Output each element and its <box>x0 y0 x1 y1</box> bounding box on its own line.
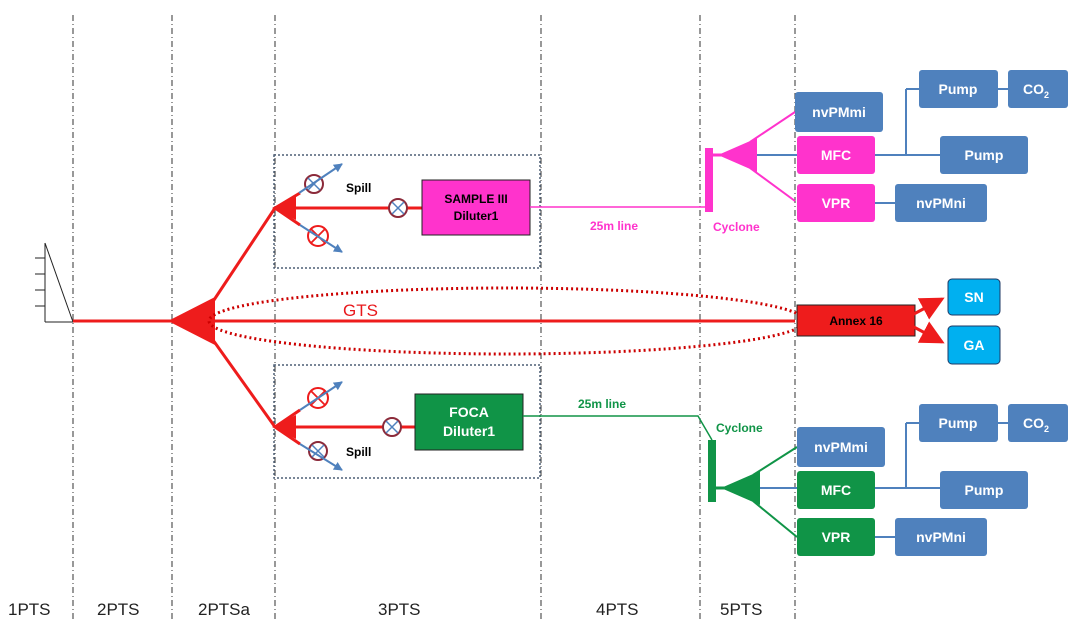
bottom-pump-1-label: Pump <box>939 415 978 431</box>
sn-label: SN <box>964 289 983 305</box>
bottom-25m-line <box>523 415 713 441</box>
top-spill-label: Spill <box>346 181 371 195</box>
top-co2-base: CO <box>1023 81 1044 97</box>
bottom-mfc-label: MFC <box>821 482 851 498</box>
bottom-pump-2-box[interactable] <box>940 471 1028 509</box>
top-pump-2-label: Pump <box>965 147 1004 163</box>
bottom-co2-sub: 2 <box>1044 424 1049 434</box>
top-pump-1-label: Pump <box>939 81 978 97</box>
bottom-vpr-box[interactable] <box>797 518 875 556</box>
bottom-nvpmni-box[interactable] <box>895 518 987 556</box>
top-cyclone-icon <box>705 148 713 212</box>
ga-label: GA <box>964 337 985 353</box>
bottom-co2-label: CO2 <box>1023 415 1049 434</box>
top-spill-valve-icon <box>298 163 343 194</box>
top-nvpmmi-label: nvPMmi <box>812 104 866 120</box>
bottom-co2-base: CO <box>1023 415 1044 431</box>
top-pump-1-box[interactable] <box>919 70 998 108</box>
top-vpr-label: VPR <box>822 195 851 211</box>
section-label-5pts: 5PTS <box>720 600 763 619</box>
bottom-cyclone-branches <box>752 446 798 538</box>
top-nvpmni-box[interactable] <box>895 184 987 222</box>
top-co2-label: CO2 <box>1023 81 1049 100</box>
bottom-nvpmmi-box[interactable] <box>797 427 885 467</box>
bottom-25m-label: 25m line <box>578 397 626 411</box>
section-label-4pts: 4PTS <box>596 600 639 619</box>
bottom-splitter-icon <box>272 415 296 439</box>
gts-label: GTS <box>343 301 378 320</box>
section-label-3pts: 3PTS <box>378 600 421 619</box>
bottom-dilution-box <box>273 364 541 479</box>
top-splitter-2-icon <box>718 138 757 172</box>
sample3-diluter-box[interactable] <box>421 179 531 236</box>
foca-diluter-box[interactable] <box>414 393 524 451</box>
splitter-icon <box>168 297 215 345</box>
top-vent-valve-icon <box>299 224 343 253</box>
bottom-pump-wiring <box>875 422 1008 489</box>
section-label-2ptsa: 2PTSa <box>198 600 251 619</box>
ga-box[interactable] <box>947 325 1001 365</box>
sn-box[interactable] <box>947 278 1001 316</box>
top-pump-2-box[interactable] <box>940 136 1028 174</box>
top-cyclone-label: Cyclone <box>713 220 760 234</box>
foca-diluter-label-1: FOCA <box>449 404 489 420</box>
top-25m-label: 25m line <box>590 219 638 233</box>
bottom-vent-valve-icon <box>299 381 343 411</box>
bottom-pump-1-box[interactable] <box>919 404 998 442</box>
top-mfc-label: MFC <box>821 147 851 163</box>
bottom-mfc-box[interactable] <box>797 471 875 509</box>
top-inline-valve-icon <box>388 198 408 218</box>
sample3-diluter-label-1: SAMPLE III <box>444 192 507 206</box>
bottom-inline-valve-icon <box>382 417 402 437</box>
section-label-1pts: 1PTS <box>8 600 51 619</box>
bottom-pump-2-label: Pump <box>965 482 1004 498</box>
bottom-cyclone-icon <box>708 440 716 502</box>
annex16-box[interactable] <box>796 304 916 337</box>
top-splitter-icon <box>272 196 296 220</box>
section-labels: 1PTS 2PTS 2PTSa 3PTS 4PTS 5PTS <box>8 600 763 619</box>
top-mfc-box[interactable] <box>797 136 875 174</box>
split-branches <box>206 207 277 428</box>
top-pump-wiring <box>875 88 1008 156</box>
annex16-label: Annex 16 <box>829 314 883 328</box>
annex-arrows <box>911 297 945 344</box>
top-nvpmni-label: nvPMni <box>916 195 966 211</box>
top-vpr-box[interactable] <box>797 184 875 222</box>
bottom-vpr-label: VPR <box>822 529 851 545</box>
top-co2-box[interactable] <box>1008 70 1068 108</box>
probe-icon <box>35 242 74 323</box>
bottom-spill-label: Spill <box>346 445 371 459</box>
top-cyclone-branches <box>749 111 796 202</box>
bottom-spill-valve-icon <box>299 441 343 471</box>
top-co2-sub: 2 <box>1044 90 1049 100</box>
sample3-diluter-label-2: Diluter1 <box>454 209 499 223</box>
bottom-splitter-2-icon <box>721 471 760 505</box>
foca-diluter-label-2: Diluter1 <box>443 423 495 439</box>
top-nvpmmi-box[interactable] <box>795 92 883 132</box>
section-label-2pts: 2PTS <box>97 600 140 619</box>
bottom-cyclone-label: Cyclone <box>716 421 763 435</box>
bottom-nvpmmi-label: nvPMmi <box>814 439 868 455</box>
bottom-co2-box[interactable] <box>1008 404 1068 442</box>
bottom-nvpmni-label: nvPMni <box>916 529 966 545</box>
